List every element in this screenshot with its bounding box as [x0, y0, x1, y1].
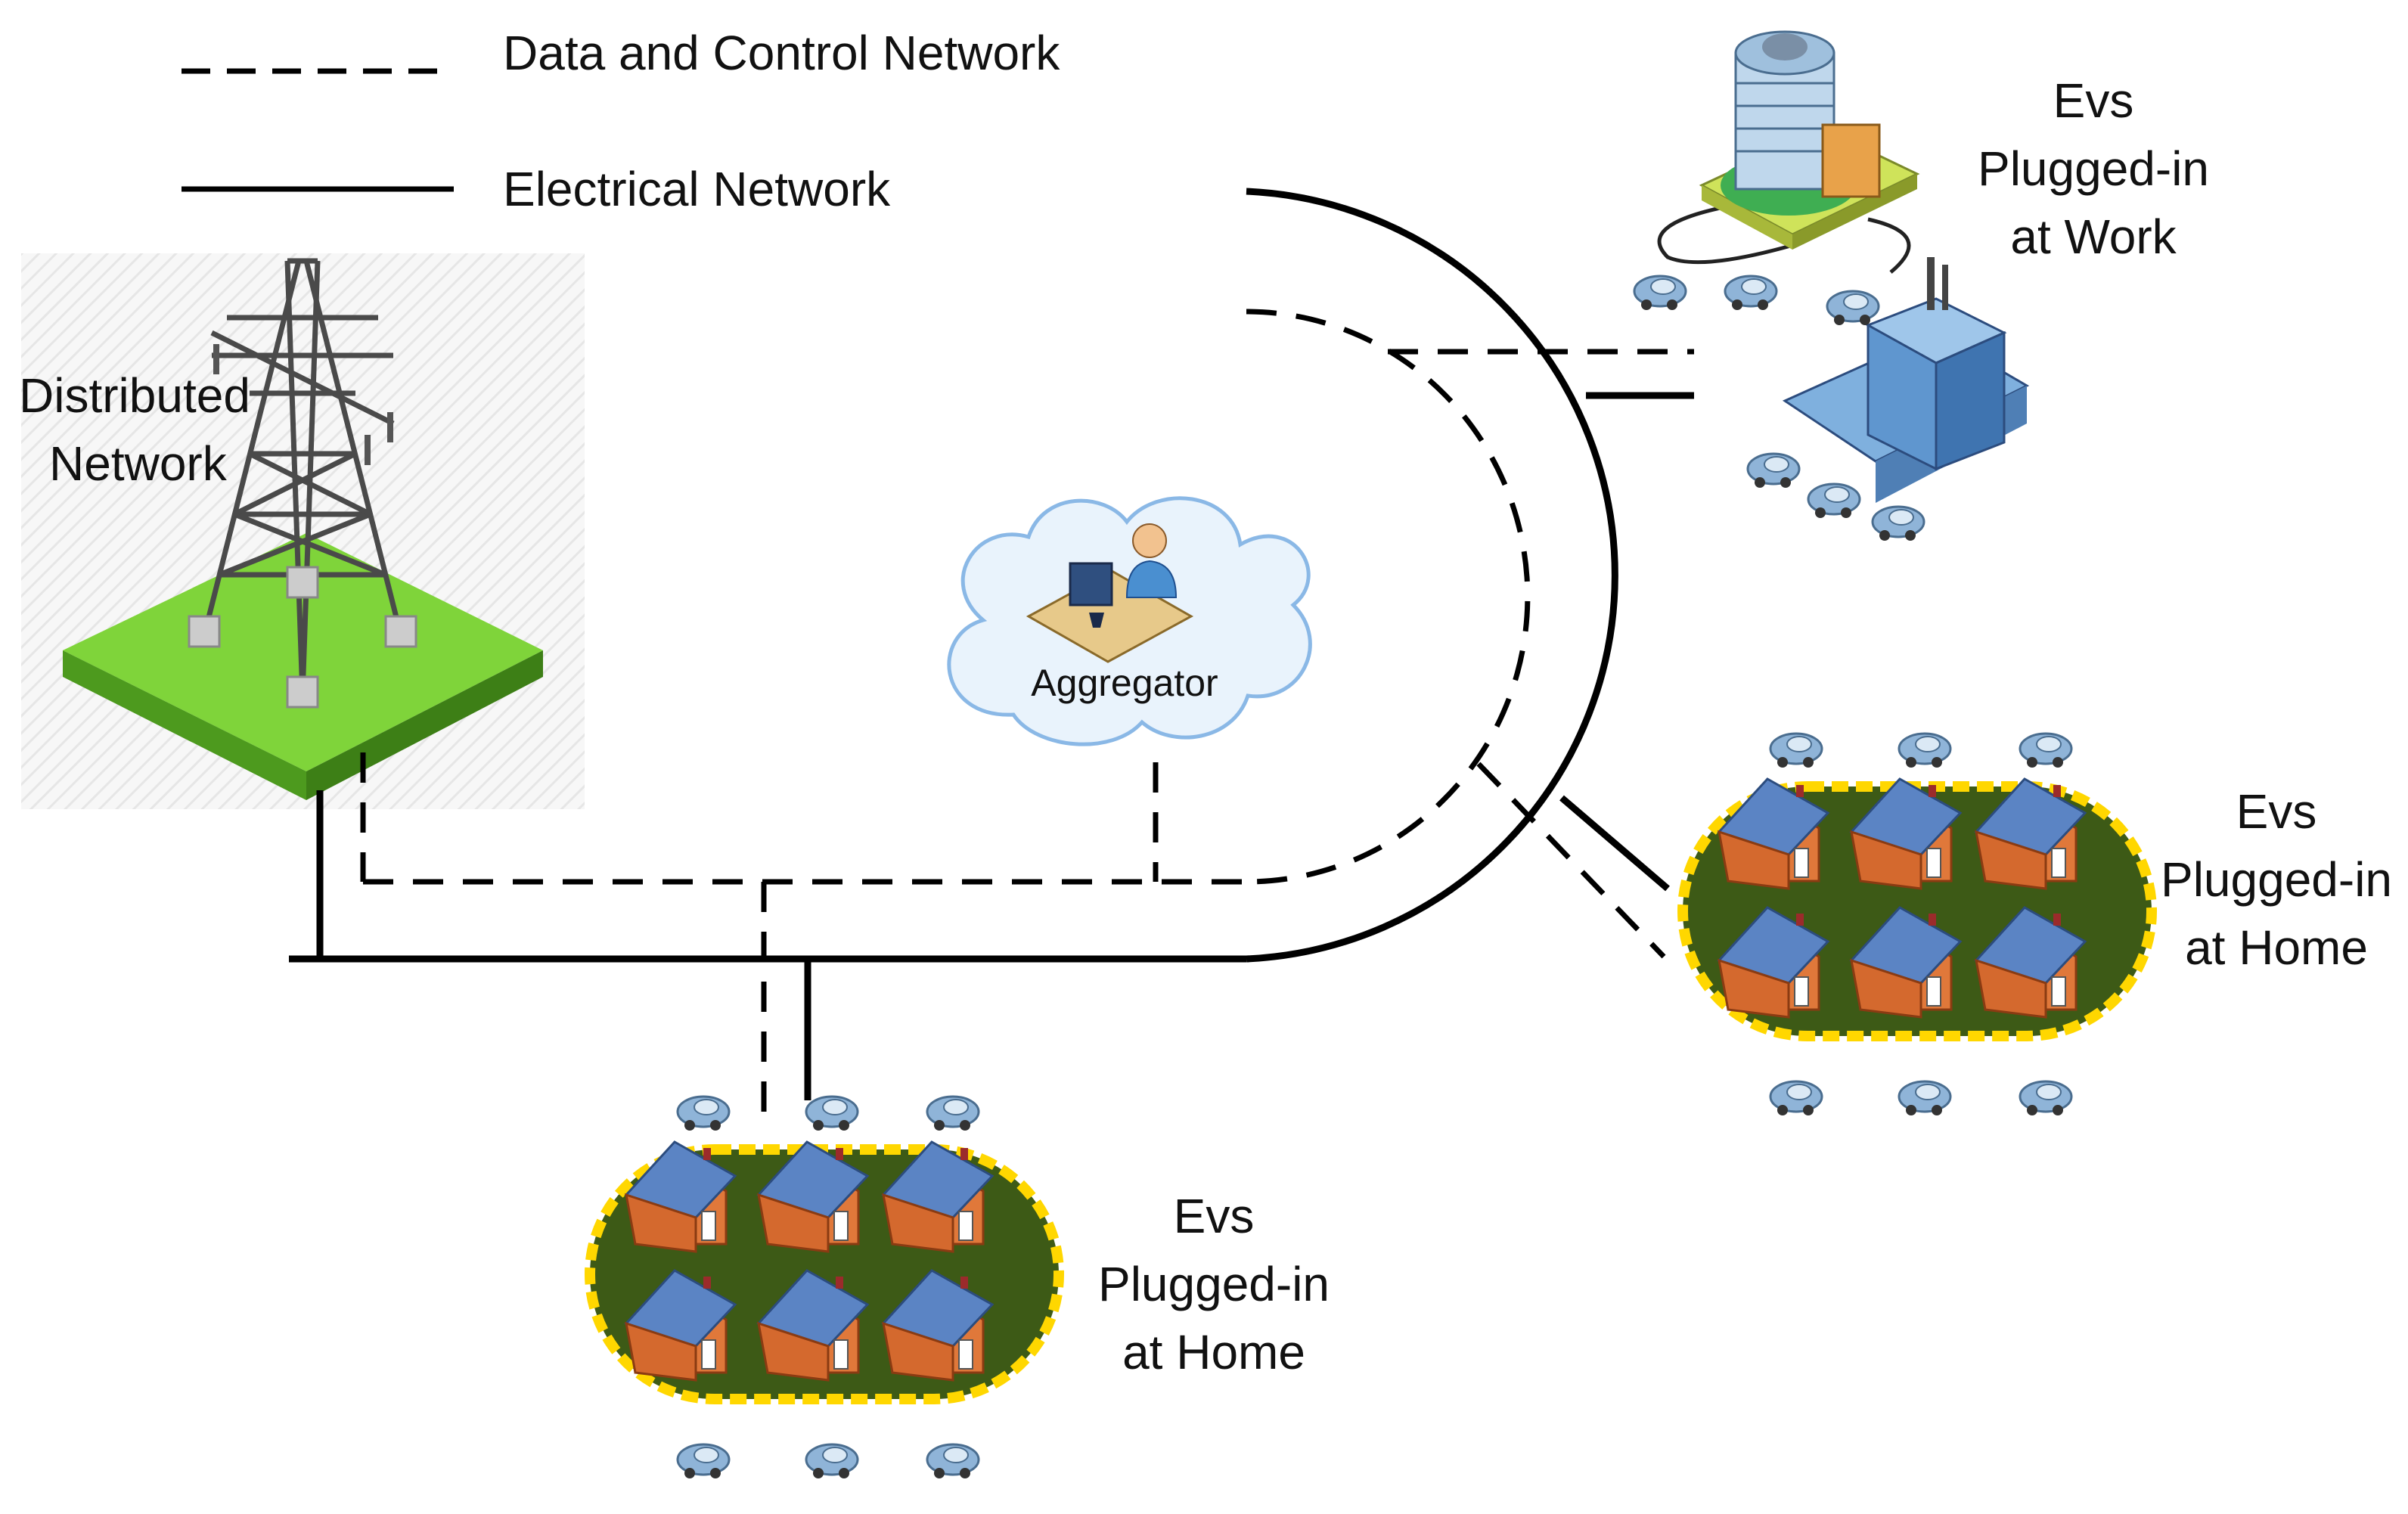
car-icon	[1826, 290, 1880, 327]
home-community-right: Evs Plugged-in at Home	[1683, 734, 2392, 1115]
work-site: Evs Plugged-in at Work	[1633, 30, 2209, 542]
car-icon	[1746, 452, 1801, 489]
operator-desk-icon	[1026, 523, 1194, 663]
home-bottom-label-line2: Plugged-in	[1098, 1257, 1330, 1311]
data-ring	[1246, 309, 1531, 885]
home-right-label-line2: Plugged-in	[2161, 852, 2392, 907]
community-icon	[1683, 734, 2152, 1115]
home-bottom-label-line1: Evs	[1174, 1189, 1255, 1243]
electrical-network	[289, 188, 1694, 1100]
home-bottom-label-line3: at Home	[1122, 1325, 1305, 1379]
car-icon	[1724, 275, 1778, 312]
tower-building-icon	[1782, 257, 2030, 503]
car-icon	[1807, 482, 1861, 520]
distributed-label-line2: Network	[49, 436, 228, 491]
distributed-label-line1: Distributed	[19, 368, 250, 423]
insulators	[213, 344, 393, 465]
home-right-label-line3: at Home	[2185, 920, 2368, 975]
legend-data-control-label: Data and Control Network	[503, 26, 1060, 80]
car-icon	[1871, 505, 1925, 542]
home-community-bottom: Evs Plugged-in at Home	[590, 1097, 1330, 1478]
tower-feet	[188, 566, 417, 709]
distributed-network: Distributed Network	[19, 253, 585, 809]
office-building-icon	[1699, 30, 1920, 250]
electrical-branch-home	[1559, 795, 1670, 892]
car-icon	[1633, 275, 1687, 312]
electrical-ring	[1246, 188, 1618, 963]
legend: Data and Control Network Electrical Netw…	[182, 26, 1060, 216]
aggregator: Aggregator	[947, 496, 1312, 746]
home-right-label-line1: Evs	[2236, 784, 2317, 839]
legend-electrical-label: Electrical Network	[503, 162, 891, 216]
work-label-line3: at Work	[2010, 209, 2177, 264]
transmission-tower-icon	[201, 258, 404, 697]
community-icon	[590, 1097, 1059, 1478]
work-cable	[1657, 202, 1911, 274]
work-label-line2: Plugged-in	[1978, 141, 2209, 196]
data-control-network	[360, 309, 1694, 1112]
data-branch-home	[1476, 762, 1666, 959]
aggregator-label: Aggregator	[1031, 662, 1218, 704]
work-label-line1: Evs	[2053, 73, 2134, 128]
